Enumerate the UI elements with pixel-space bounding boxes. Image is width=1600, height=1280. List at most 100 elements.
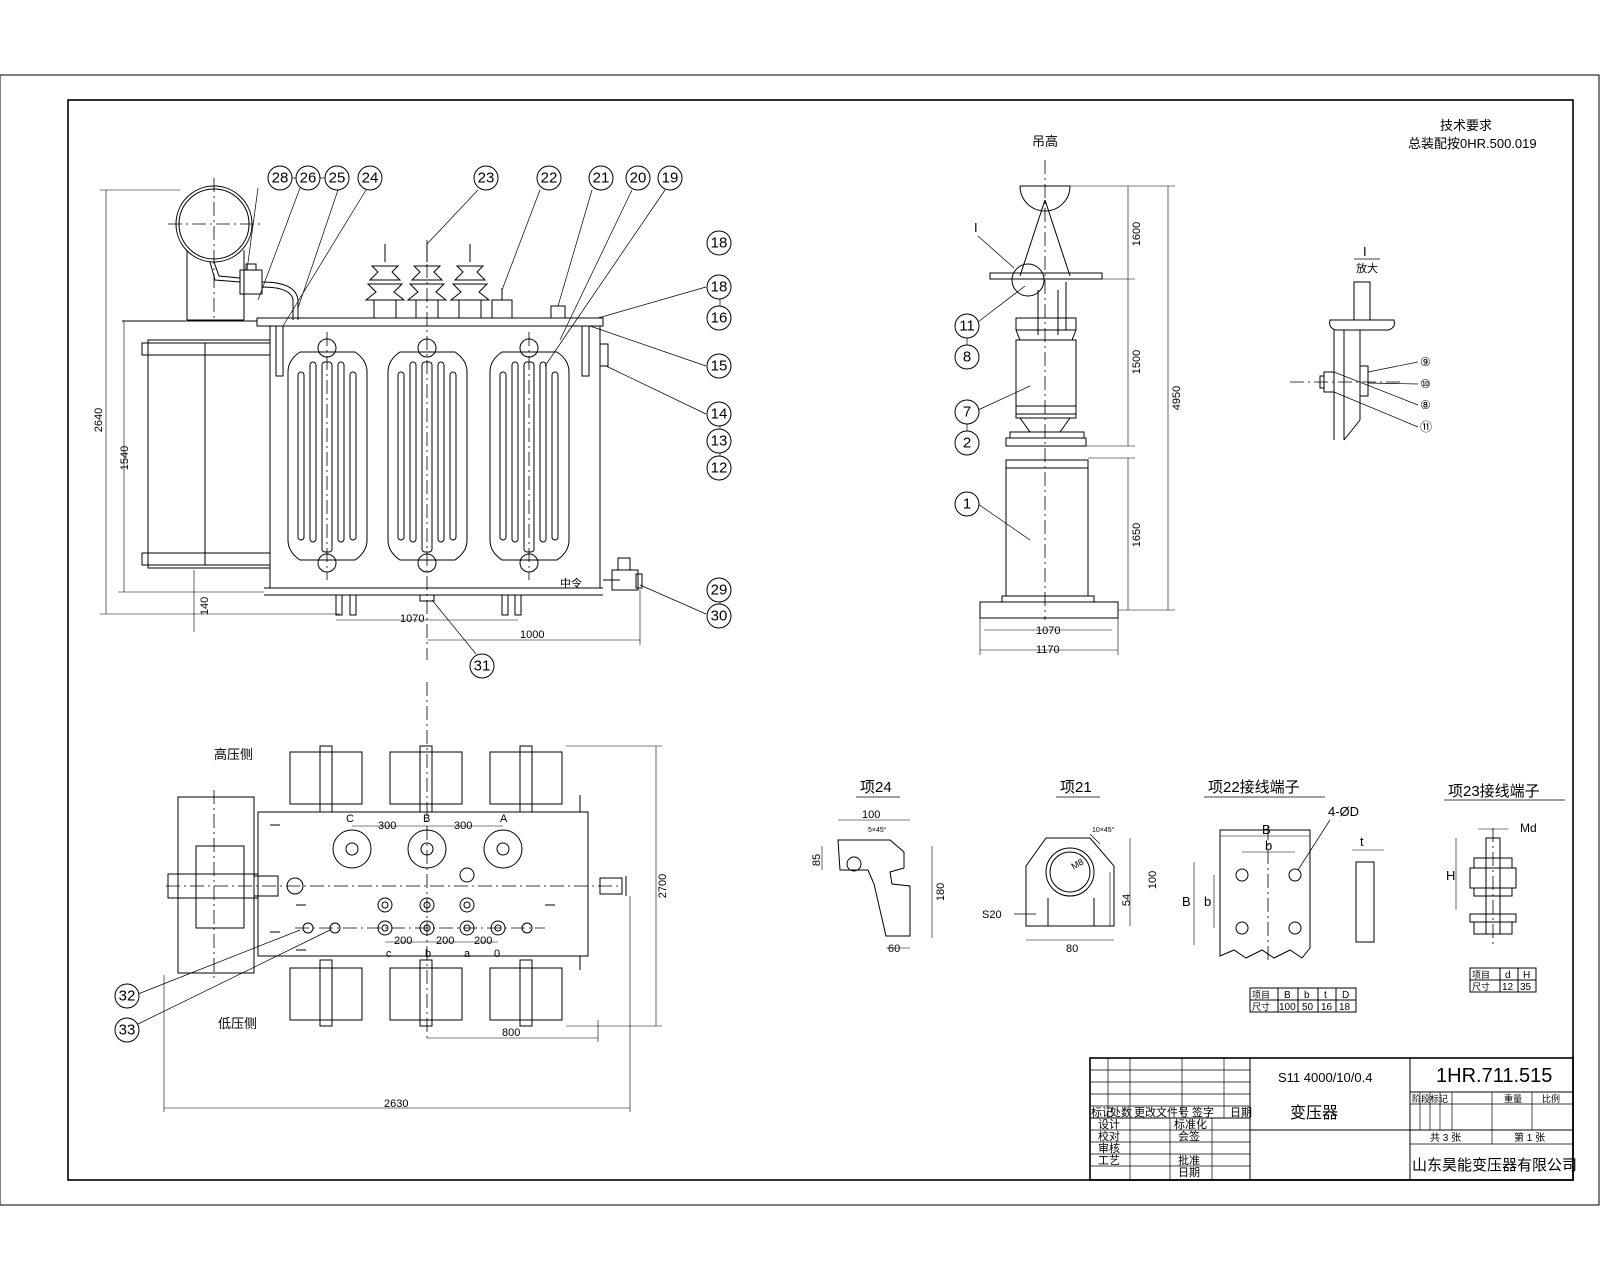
detail-21-dim-100: 100 <box>1147 871 1159 889</box>
dim-4950: 4950 <box>1171 386 1183 410</box>
balloon-8: 8 <box>963 349 971 366</box>
detail-i-marker: I <box>974 220 978 235</box>
side-core-upper <box>1015 339 1077 415</box>
balloon-7: 7 <box>963 404 971 421</box>
detail-24-dim-60: 60 <box>888 943 900 955</box>
t23-r2: 35 <box>1520 982 1532 993</box>
balloon-24: 24 <box>362 170 379 187</box>
hv-side-label: 高压侧 <box>214 747 253 762</box>
front-balloons-top: 28 26 25 24 23 22 21 20 19 <box>246 165 683 367</box>
balloon-14: 14 <box>711 406 728 423</box>
t22-r3: 16 <box>1321 1002 1333 1013</box>
inner-frame <box>67 99 1574 1181</box>
dim-300a: 300 <box>378 820 396 832</box>
t22-h0: 项目 <box>1252 990 1270 1000</box>
plan-dimensions: 300 300 200 200 200 2700 800 2630 <box>163 745 669 1112</box>
lifting-label: 吊高 <box>1032 134 1058 149</box>
balloon-2: 2 <box>963 435 971 452</box>
balloon-20: 20 <box>630 170 647 187</box>
detail-21-title: 项21 <box>1060 779 1092 796</box>
balloon-1: 1 <box>963 496 971 513</box>
side-dimensions: 1600 1500 1650 4950 1070 1170 <box>979 185 1183 656</box>
radiator-side <box>147 339 271 569</box>
dim-140: 140 <box>199 597 211 615</box>
radiator-group <box>287 240 570 660</box>
drawing-number: 1HR.711.515 <box>1436 1065 1552 1087</box>
detail-i-title: I <box>1363 244 1367 259</box>
lv-terminal-0: 0 <box>494 948 500 960</box>
tank-cover <box>256 317 604 327</box>
signoff-r2: 批准 <box>1178 1153 1200 1167</box>
dim-1000: 1000 <box>520 629 544 641</box>
detail-22-dim-b-inner: b <box>1265 838 1272 853</box>
detail-24: 项24 100 5×45° 85 180 60 <box>811 779 947 955</box>
signoff-r1: 会签 <box>1178 1129 1200 1143</box>
balloon-30: 30 <box>711 608 728 625</box>
balloon-28: 28 <box>272 170 289 187</box>
title-block: 标记 处数 更改文件号 签字 日期 设计 校对 审核 工艺 标准化 会签 批准 … <box>1089 1057 1577 1181</box>
t23-r0: 尺寸 <box>1472 981 1490 992</box>
dim-1170: 1170 <box>1036 644 1060 656</box>
dim-1070: 1070 <box>400 613 424 625</box>
label-neutral: 中令 <box>560 576 582 590</box>
t22-r4: 18 <box>1339 1002 1351 1013</box>
lv-terminal-c: c <box>386 948 392 960</box>
balloon-13: 13 <box>711 433 728 450</box>
detail-i-balloon-11: ⑪ <box>1420 420 1432 434</box>
dim-200b: 200 <box>436 935 454 947</box>
detail-23-dim-h: H <box>1446 868 1455 883</box>
detail-24-title: 项24 <box>860 779 892 796</box>
dim-200a: 200 <box>394 935 412 947</box>
tech-req-heading: 技术要求 <box>1440 118 1492 133</box>
detail-21: 项21 80 S20 100 54 10×45° M8 <box>982 779 1159 955</box>
balloon-33: 33 <box>119 1022 136 1039</box>
outer-frame <box>0 74 1600 1206</box>
rev-h3: 签字 <box>1192 1105 1214 1119</box>
hv-terminal-c: C <box>346 813 354 825</box>
detail-23-dim-md: Md <box>1520 821 1537 835</box>
model-number: S11 4000/10/0.4 <box>1278 1070 1372 1085</box>
detail-22-table: 项目 B b t D 尺寸 100 50 16 18 <box>1249 987 1357 1013</box>
t23-r1: 12 <box>1502 982 1514 993</box>
balloon-31: 31 <box>474 658 491 675</box>
gas-relay <box>239 269 263 295</box>
balloon-15: 15 <box>711 358 728 375</box>
balloon-26: 26 <box>300 170 317 187</box>
side-cover <box>989 272 1103 280</box>
signoff-l1: 校对 <box>1098 1129 1120 1143</box>
detail-i-marker-circle <box>1011 263 1045 297</box>
t22-h3: t <box>1324 990 1327 1001</box>
t23-h2: H <box>1523 970 1530 981</box>
plan-tank <box>257 811 589 957</box>
t22-h2: b <box>1304 990 1310 1001</box>
detail-21-note: 10×45° <box>1092 826 1115 834</box>
sheet-number: 第 1 张 <box>1514 1131 1545 1144</box>
stage-h2: 比例 <box>1542 1093 1560 1104</box>
t22-r1: 100 <box>1279 1002 1296 1013</box>
dim-800: 800 <box>502 1027 520 1039</box>
detail-i-view: I 放大 ⑨ ⑩ ⑧ ⑪ <box>1290 244 1432 441</box>
side-base <box>979 601 1119 619</box>
balloon-18a: 18 <box>711 235 728 252</box>
detail-21-hole-note: M8 <box>1070 857 1086 872</box>
stage-h1: 重量 <box>1504 1093 1522 1104</box>
t22-r2: 50 <box>1302 1002 1314 1013</box>
detail-22-title: 项22接线端子 <box>1208 779 1300 796</box>
detail-22-hole-label: 4-ØD <box>1328 804 1359 819</box>
drawing-name: 变压器 <box>1290 1104 1338 1122</box>
tech-req-assembly-note: 总装配按0HR.500.019 <box>1408 136 1537 151</box>
plan-view: 高压侧 低压侧 <box>114 682 669 1112</box>
t22-h1: B <box>1284 990 1291 1001</box>
detail-22-dim-t: t <box>1360 834 1364 849</box>
dim-2700: 2700 <box>657 874 669 898</box>
front-view: 中令 2640 1540 140 1070 1000 <box>93 165 732 679</box>
rev-h0: 标记 <box>1091 1105 1113 1119</box>
detail-23: 项23接线端子 Md H 项目 d H 尺寸 12 35 <box>1444 783 1565 993</box>
plan-hv-bushings: C B A <box>332 813 523 883</box>
hv-bushings <box>364 244 566 319</box>
tank-body <box>269 325 601 589</box>
front-balloons-right: 18 18 16 15 14 13 12 29 30 <box>589 230 732 629</box>
side-balloons: 11 8 7 2 1 <box>954 285 1031 541</box>
detail-22: 项22接线端子 B b B b 4-ØD t 项目 B b <box>1182 779 1384 1013</box>
technical-requirements: 技术要求 总装配按0HR.500.019 <box>1408 118 1537 151</box>
